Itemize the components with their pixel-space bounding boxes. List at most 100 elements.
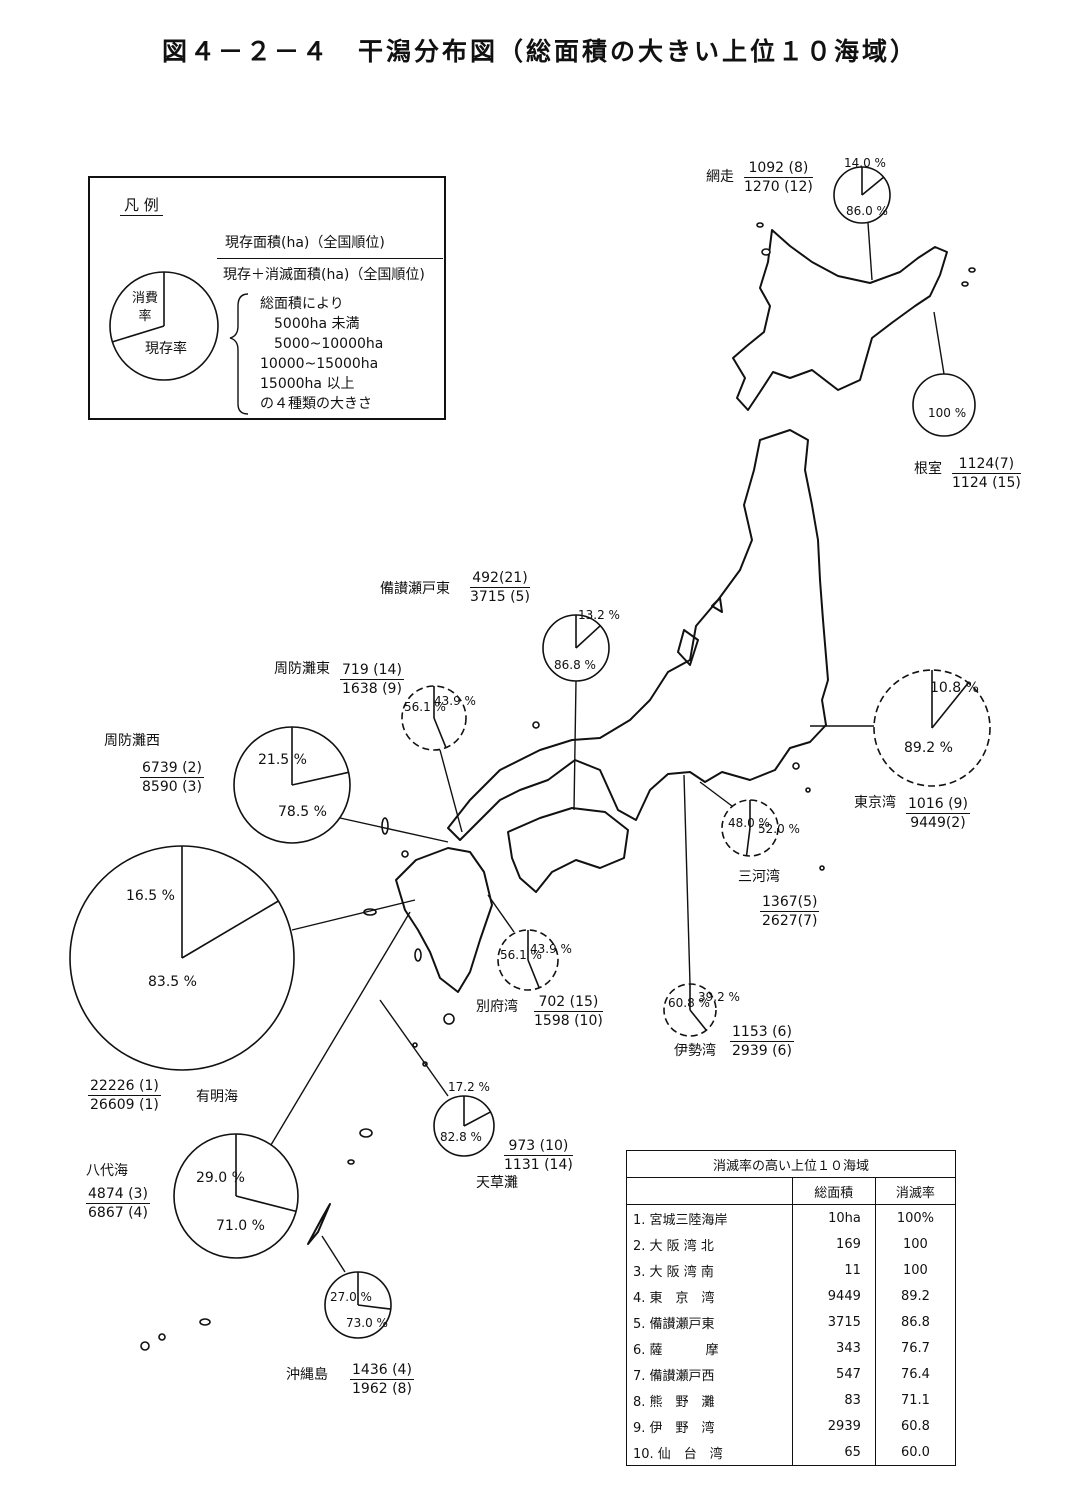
table-cell-num: 10ha: [791, 1204, 876, 1231]
pct-consumed-abashiri: 14.0 %: [844, 156, 886, 170]
table-cell-rate: 100: [874, 1257, 957, 1283]
legend-consumed-label: 消費率: [131, 291, 158, 324]
pie-radius-consumed-bisan-east: [575, 625, 601, 649]
pie-charts: [69, 166, 991, 1339]
table-header: 総面積: [791, 1177, 876, 1205]
pie-radius-consumed-ise: [689, 1009, 707, 1031]
region-fraction-tokyo: 1016 (9)9449(2): [906, 796, 970, 831]
table-cell-rate: 100%: [874, 1204, 957, 1231]
region-name-mikawa: 三河湾: [738, 869, 780, 885]
sado-outline: [711, 597, 723, 613]
shikoku-outline: [507, 807, 629, 893]
leader-line-nemuro: [933, 311, 945, 375]
region-name-beppu: 別府湾: [476, 999, 518, 1015]
leader-line-bisan-east: [573, 680, 577, 811]
legend-fraction-line: [217, 258, 443, 259]
table-cell-name: 5. 備讃瀬戸東: [626, 1309, 793, 1335]
pct-consumed-amakusa: 17.2 %: [448, 1080, 490, 1094]
region-fraction-ariake: 22226 (1)26609 (1): [88, 1078, 161, 1113]
leader-line-mikawa: [699, 781, 733, 807]
region-name-suo-west: 周防灘西: [104, 733, 160, 749]
legend-size-line: 10000~15000ha: [260, 356, 379, 372]
leader-line-okinawa: [321, 1235, 346, 1273]
legend-box: 凡 例 現存面積(ha)（全国順位) 現存＋消滅面積(ha)（全国順位) 消費率…: [88, 176, 446, 420]
pie-radius-consumed-tokyo: [931, 682, 970, 729]
leader-line-beppu: [487, 894, 515, 933]
region-fraction-amakusa: 973 (10)1131 (14): [504, 1138, 573, 1173]
table-cell-num: 11: [791, 1257, 876, 1283]
table-cell-rate: 89.2: [874, 1283, 957, 1309]
legend-sample-pie: [109, 271, 219, 381]
legend-size-list: 総面積により 5000ha 未満 5000~10000ha 10000~1500…: [260, 294, 383, 414]
legend-bottom-label: 現存＋消滅面積(ha)（全国順位): [223, 267, 425, 283]
leader-line-suo-east: [439, 749, 463, 833]
region-fraction-suo-west: 6739 (2)8590 (3): [140, 760, 204, 795]
region-fraction-mikawa: 1367(5)2627(7): [760, 894, 820, 929]
region-fraction-yatsushiro: 4874 (3)6867 (4): [86, 1186, 150, 1221]
table-cell-num: 169: [791, 1231, 876, 1257]
table-cell-num: 9449: [791, 1283, 876, 1309]
pie-nemuro: [912, 373, 976, 437]
table-cell-num: 547: [791, 1361, 876, 1387]
region-fraction-nemuro: 1124(7)1124 (15): [952, 456, 1021, 491]
region-name-tokyo: 東京湾: [854, 795, 896, 811]
pct-remaining-beppu: 56.1 %: [500, 948, 542, 962]
region-name-yatsushiro: 八代海: [86, 1163, 128, 1179]
table-cell-rate: 100: [874, 1231, 957, 1257]
table-cell-rate: 86.8: [874, 1309, 957, 1335]
table-cell-name: 3. 大 阪 湾 南: [626, 1257, 793, 1283]
region-fraction-ise: 1153 (6)2939 (6): [730, 1024, 794, 1059]
region-name-abashiri: 網走: [706, 169, 734, 185]
kyushu-outline: [395, 847, 493, 993]
table-cell-name: 2. 大 阪 湾 北: [626, 1231, 793, 1257]
leader-lines: [261, 222, 945, 1273]
region-fraction-okinawa: 1436 (4)1962 (8): [350, 1362, 414, 1397]
pie-radius-consumed-ariake: [181, 900, 279, 959]
pct-consumed-okinawa: 27.0 %: [330, 1290, 372, 1304]
region-fraction-suo-east: 719 (14)1638 (9): [340, 662, 404, 697]
table-cell-name: 1. 宮城三陸海岸: [626, 1204, 793, 1231]
table-cell-rate: 76.7: [874, 1335, 957, 1361]
legend-size-line: 総面積により: [260, 296, 344, 312]
legend-size-line: 15000ha 以上: [260, 376, 355, 392]
pct-remaining-bisan-east: 86.8 %: [554, 658, 596, 672]
table-cell-name: 9. 伊 野 湾: [626, 1413, 793, 1439]
pct-consumed-beppu: 43.9 %: [530, 942, 572, 956]
table-cell-rate: 71.1: [874, 1387, 957, 1413]
table-cell-rate: 60.0: [874, 1439, 957, 1466]
pie-radius-consumed-suo-east: [433, 717, 447, 748]
legend-remaining-label: 現存率: [145, 341, 187, 357]
pct-remaining-suo-west: 78.5 %: [278, 804, 327, 820]
legend-size-line: 5000ha 未満: [274, 316, 360, 332]
region-name-bisan-east: 備讃瀬戸東: [380, 581, 450, 597]
pie-radius-consumed-mikawa: [745, 827, 751, 856]
pie-radius-consumed-okinawa: [357, 1304, 391, 1310]
table-cell-num: 3715: [791, 1309, 876, 1335]
pct-remaining-yatsushiro: 71.0 %: [216, 1218, 265, 1234]
region-name-amakusa: 天草灘: [476, 1175, 518, 1191]
region-name-ise: 伊勢湾: [674, 1043, 716, 1059]
pie-radius-consumed-beppu: [527, 959, 540, 989]
region-fraction-abashiri: 1092 (8)1270 (12): [744, 160, 813, 195]
pct-remaining-ariake: 83.5 %: [148, 974, 197, 990]
table-cell-num: 83: [791, 1387, 876, 1413]
legend-brace: [229, 293, 249, 415]
leader-line-ariake: [291, 899, 416, 931]
table-cell-num: 343: [791, 1335, 876, 1361]
leader-line-yatsushiro: [261, 911, 411, 1161]
pct-consumed-suo-east: 43.9 %: [434, 694, 476, 708]
noto-outline: [677, 629, 699, 666]
region-name-nemuro: 根室: [914, 461, 942, 477]
pct-remaining-nemuro: 100 %: [928, 406, 967, 420]
table-header: [626, 1177, 793, 1205]
pct-remaining-ise: 60.8 %: [668, 996, 710, 1010]
table-cell-rate: 76.4: [874, 1361, 957, 1387]
legend-size-line: 5000~10000ha: [274, 336, 384, 352]
